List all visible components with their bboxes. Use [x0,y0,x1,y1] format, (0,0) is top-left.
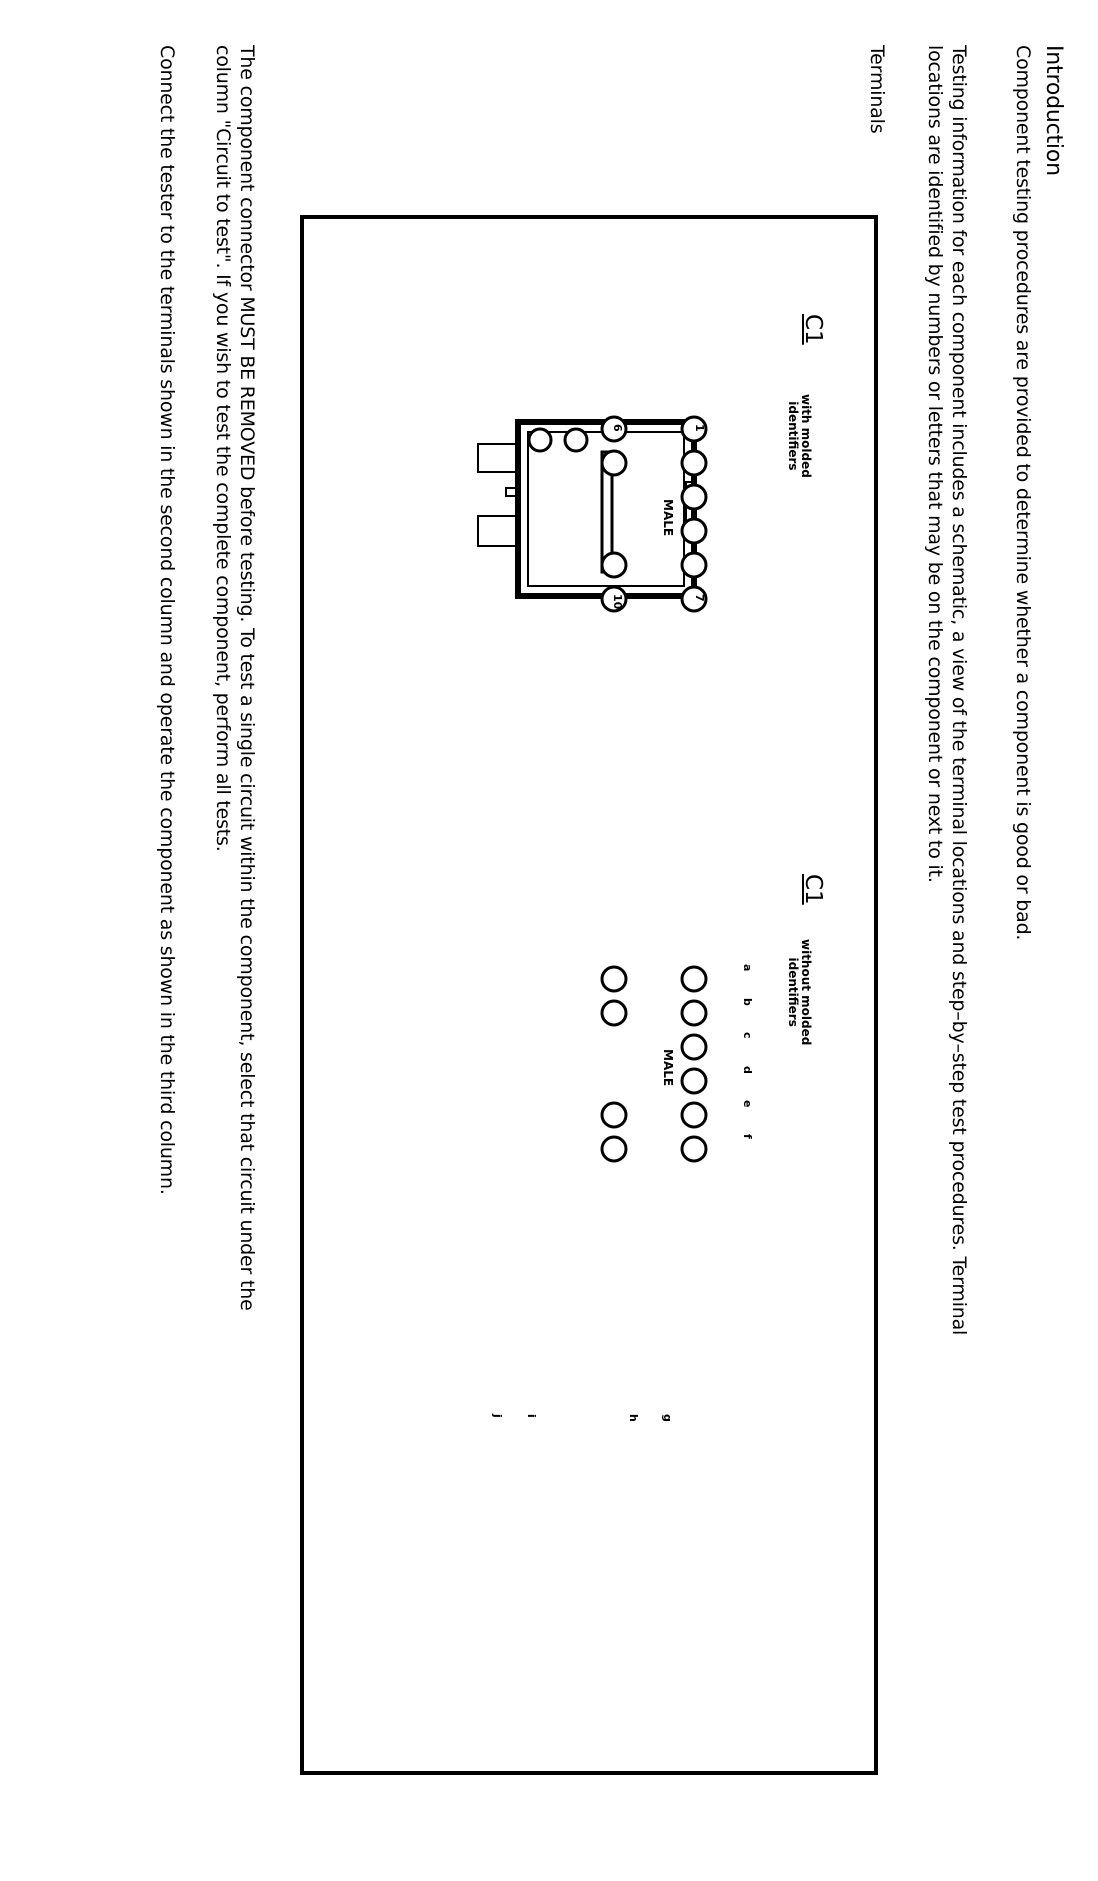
pin-b [680,999,708,1027]
connector-1-diagram [474,394,724,624]
connector-1-pins [474,369,774,709]
connector-2-label-b: b [741,998,754,1006]
pin-4 [680,517,708,545]
connector-1-label-7: 7 [693,594,706,602]
connector-1-label-10: 10 [611,594,624,610]
connector-1-caption-line-1: with molded [799,394,813,478]
pin-3 [680,483,708,511]
pin-2 [680,449,708,477]
connector-2-caption-line-2: identifiers [786,957,800,1027]
terminals-label: Terminals [866,45,888,134]
connector-2-label-d: d [741,1066,754,1074]
connector-2-label-g: g [661,1414,674,1422]
pin-1 [680,415,708,443]
pin [563,427,589,453]
pin-f [680,1135,708,1163]
pin-d [680,1067,708,1095]
connector-2-label-c: c [741,1032,754,1039]
connector-1-title: C1 [800,314,826,345]
connector-2-label-e: e [741,1100,754,1108]
connector-2-label-f: f [741,1134,754,1139]
pin-9 [600,551,628,579]
connector-2-caption-line-1: without molded [799,939,813,1046]
pin-c [680,1033,708,1061]
connector-1-label-6: 6 [611,424,624,432]
intro-paragraph: Component testing procedures are provide… [1012,45,1034,941]
pin-8 [600,449,628,477]
connector-1-label-1: 1 [693,424,706,432]
pin-i [600,1101,628,1129]
terminals-figure-box: C1 with molded identifiers MALE [300,215,878,1775]
introduction-heading: Introduction [1041,45,1066,176]
removal-note-line-2: column "Circuit to test". If you wish to… [212,45,234,852]
connector-2-title: C1 [800,874,826,905]
connector-1-caption-line-2: identifiers [786,401,800,471]
connector-1-latch [477,443,519,473]
connector-2-pins [474,919,774,1259]
removal-note-line-1: The component connector MUST BE REMOVED … [236,45,258,1311]
connector-1-latch [477,515,519,547]
pin-j [600,1135,628,1163]
pin-10 [600,585,628,613]
connector-2-label-h: h [627,1414,640,1422]
connector-2-caption: without molded identifiers [786,939,813,1046]
testing-info-line-2: locations are identified by numbers or l… [924,45,946,883]
connector-2-label-i: i [525,1414,538,1418]
pin-g [600,965,628,993]
connector-1-caption: with molded identifiers [786,394,813,478]
pin-e [680,1101,708,1129]
pin-h [600,999,628,1027]
connector-2-label-a: a [741,964,754,972]
connect-note: Connect the tester to the terminals show… [156,45,178,1195]
pin-5 [680,551,708,579]
testing-info-line-1: Testing information for each component i… [948,45,970,1336]
pin [527,427,553,453]
pin-a [680,965,708,993]
connector-2-label-j: j [491,1414,504,1418]
pin-7 [600,415,628,443]
pin-6 [680,585,708,613]
